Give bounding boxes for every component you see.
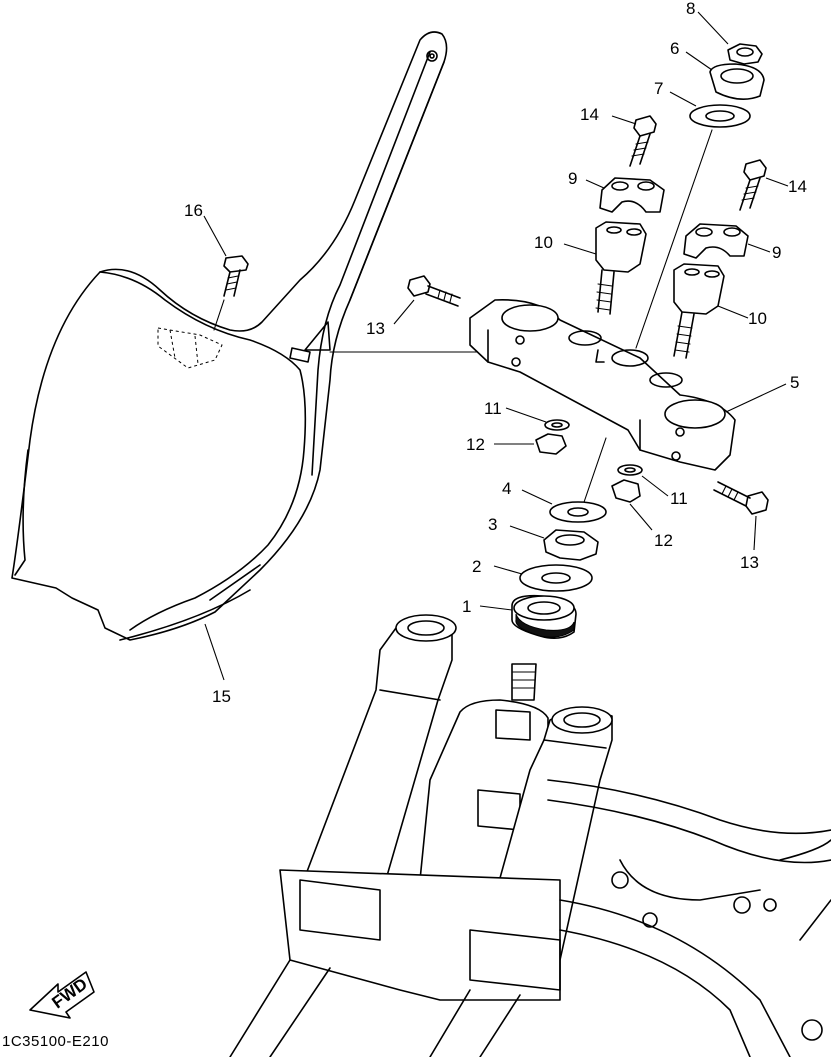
callout-label-c11a: 11: [484, 399, 502, 418]
fwd-direction-badge: FWD: [29, 971, 95, 1019]
callout-label-c15: 15: [212, 687, 231, 706]
callout-label-c4: 4: [502, 479, 511, 498]
seal-part-2[interactable]: [519, 564, 593, 592]
callout-label-c10a: 10: [534, 233, 553, 252]
washer-part-7[interactable]: [689, 104, 751, 128]
bolt-part-16[interactable]: [213, 255, 249, 331]
bearing-part-1[interactable]: [511, 594, 577, 640]
steering-stem-and-frame: [229, 614, 831, 1057]
nut-part-8[interactable]: [727, 43, 763, 65]
callout-label-c5: 5: [790, 373, 799, 392]
callout-leaders: [203, 11, 789, 681]
bolt-part-14-right[interactable]: [739, 159, 767, 211]
handlebar-holder-part-9-right[interactable]: [683, 223, 749, 259]
callout-label-c2: 2: [472, 557, 481, 576]
number-plate-part-15[interactable]: [11, 31, 601, 641]
washer-part-4[interactable]: [549, 501, 607, 523]
callout-label-c14b: 14: [788, 177, 807, 196]
washer-part-11-left[interactable]: [544, 419, 570, 431]
callout-label-c12a: 12: [466, 435, 485, 454]
diagram-code: 1C35100-E210: [2, 1033, 109, 1050]
callout-label-c9b: 9: [772, 243, 781, 262]
callout-label-c8: 8: [686, 0, 695, 18]
bolt-part-13-right[interactable]: [713, 481, 769, 515]
collar-part-6[interactable]: [709, 63, 765, 100]
washer-part-11-right[interactable]: [617, 464, 643, 476]
callout-label-c13a: 13: [366, 319, 385, 338]
nut-part-12-right[interactable]: [611, 479, 641, 503]
handlebar-lower-holder-part-10-right[interactable]: [673, 263, 725, 359]
handlebar-holder-part-9-left[interactable]: [599, 177, 665, 213]
callout-label-c14a: 14: [580, 105, 599, 124]
callout-label-c1: 1: [462, 597, 471, 616]
callout-label-c3: 3: [488, 515, 497, 534]
callout-label-c10b: 10: [748, 309, 767, 328]
upper-bracket-part-5[interactable]: [469, 299, 736, 471]
ring-nut-part-3[interactable]: [543, 529, 599, 561]
nut-part-12-left[interactable]: [535, 433, 567, 455]
callout-label-c12b: 12: [654, 531, 673, 550]
callout-label-c6: 6: [670, 39, 679, 58]
bolt-part-14-left[interactable]: [629, 115, 657, 167]
callout-label-c11b: 11: [670, 489, 688, 508]
callout-label-c7: 7: [654, 79, 663, 98]
bolt-part-13-left[interactable]: [407, 275, 461, 307]
handlebar-lower-holder-part-10-left[interactable]: [595, 221, 647, 315]
callout-label-c13b: 13: [740, 553, 759, 572]
callout-label-c16: 16: [184, 201, 203, 220]
callout-label-c9a: 9: [568, 169, 577, 188]
